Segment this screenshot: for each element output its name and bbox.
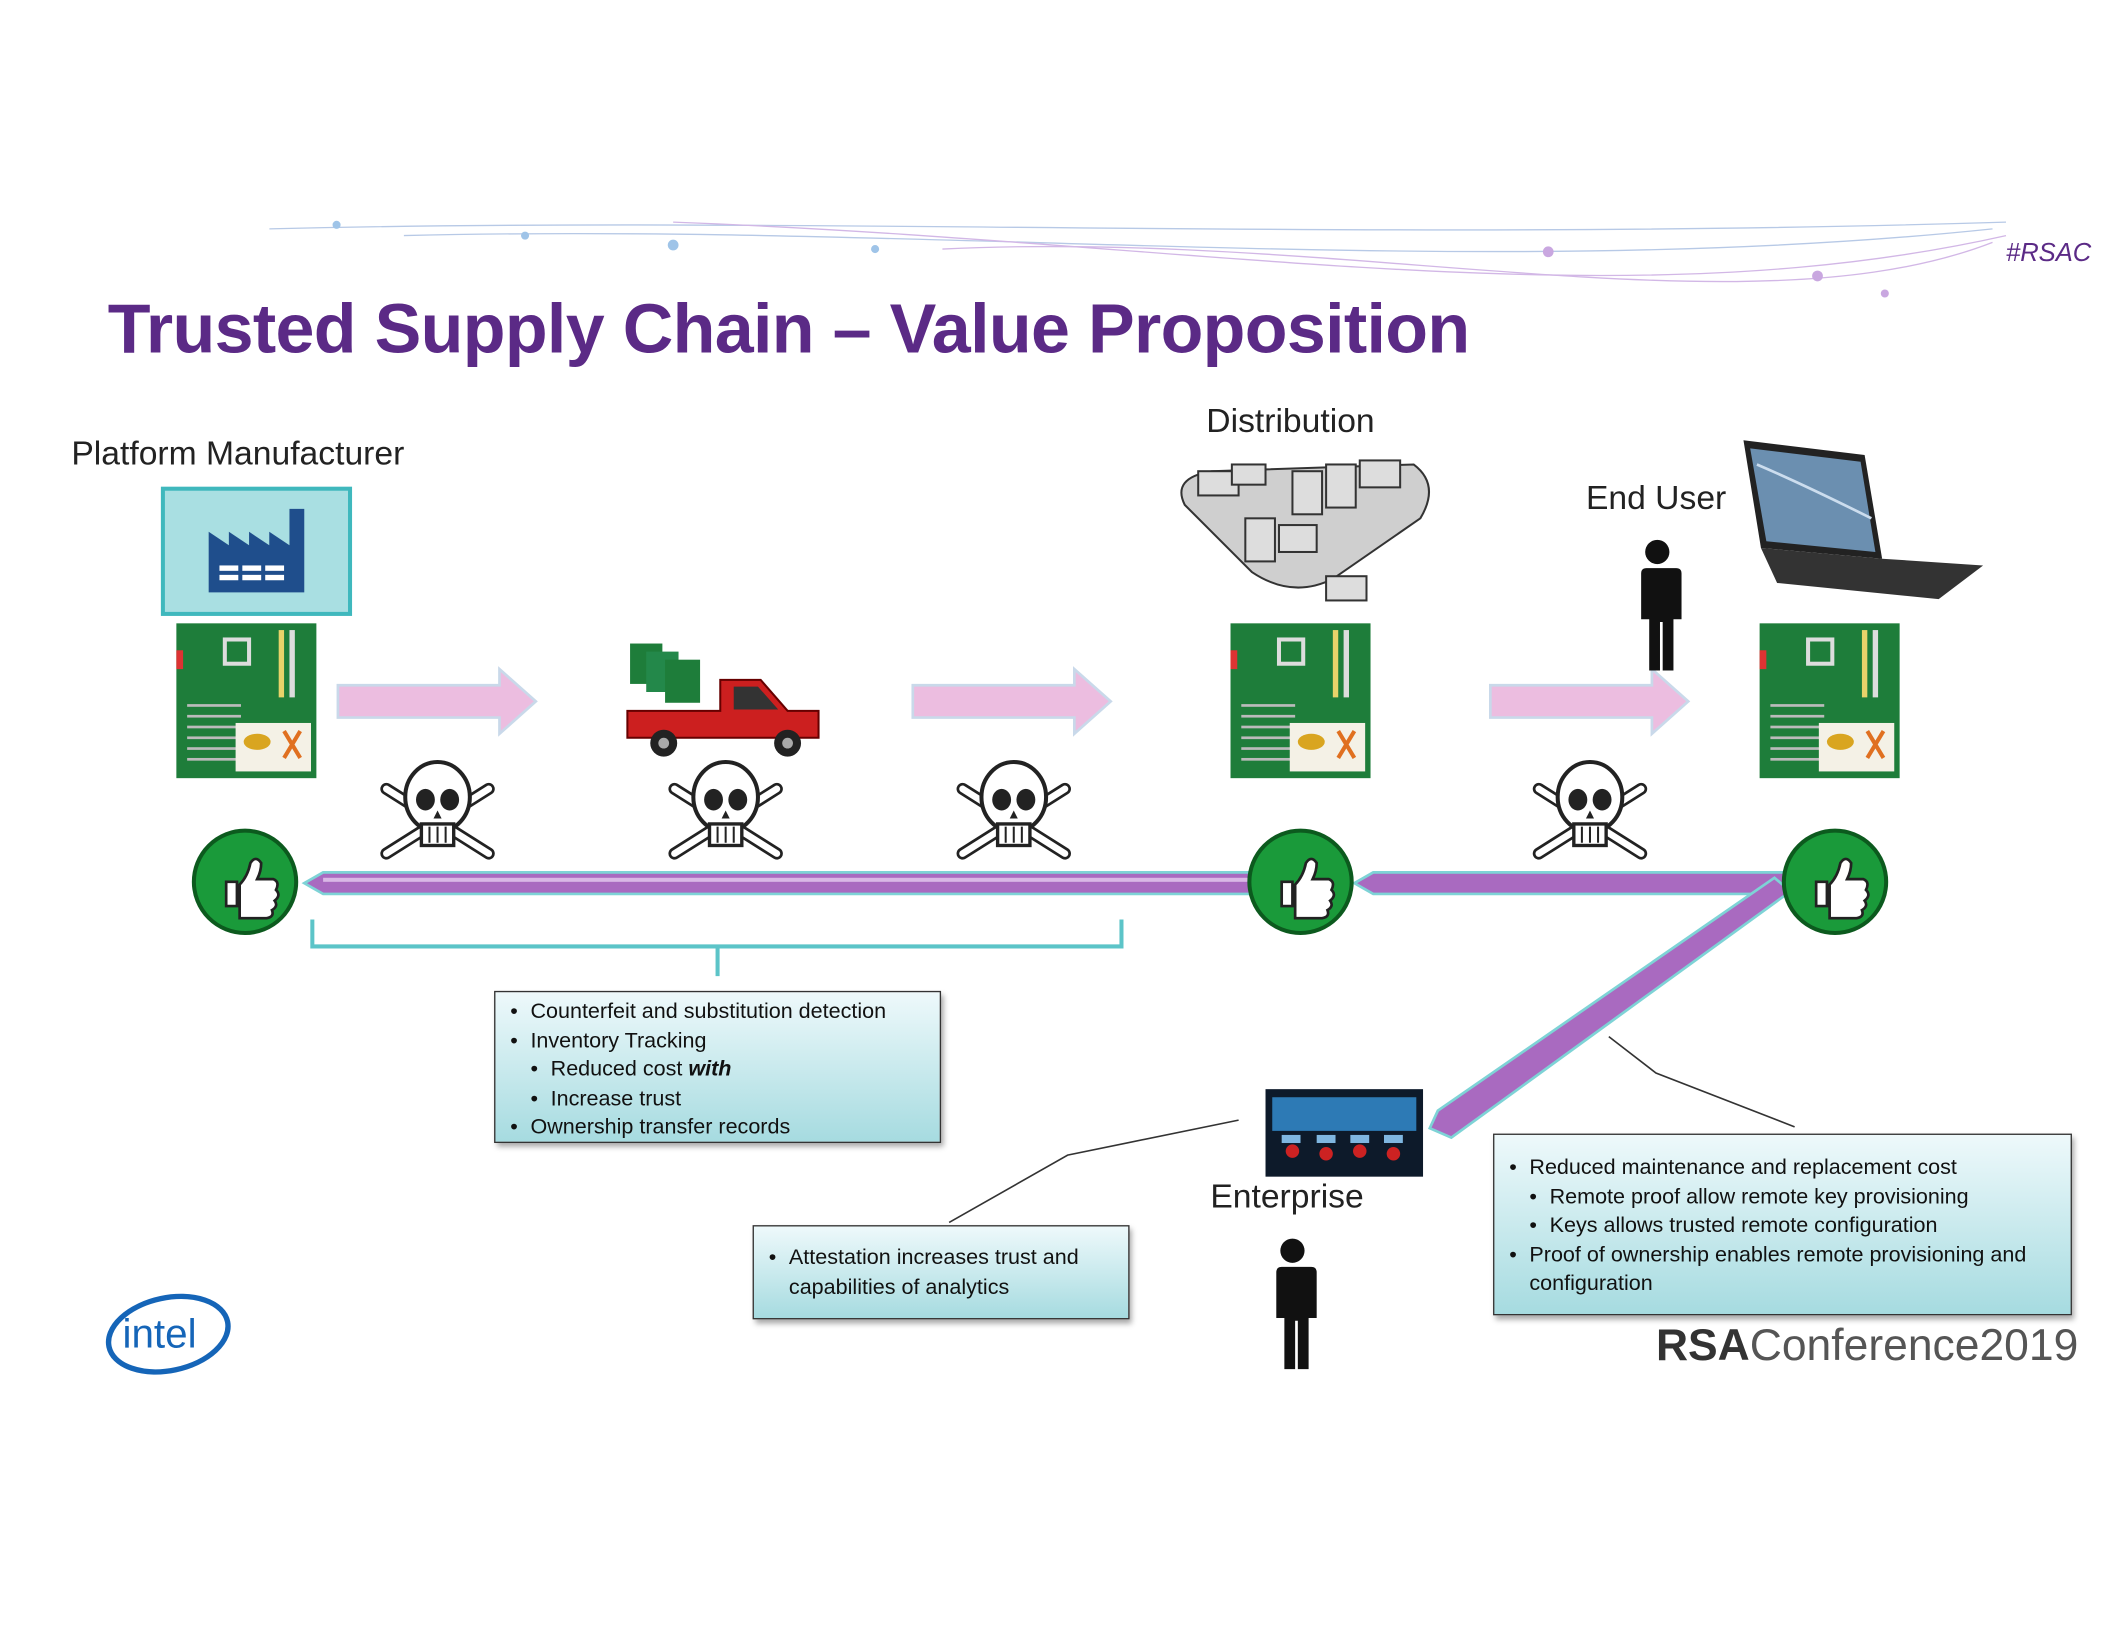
label-enterprise: Enterprise [1210,1178,1364,1216]
decorative-swoosh [269,220,2007,298]
truck-icon [626,643,820,757]
svg-text:intel: intel [123,1311,197,1357]
person-icon [1273,1238,1317,1370]
bullet: Reduced cost with [530,1056,927,1085]
arrow-right-icon [336,667,538,736]
callout-supply-chain: Counterfeit and substitution detection I… [494,990,942,1144]
factory-icon [160,486,353,616]
callout-line [948,1119,1239,1224]
label-end-user: End User [1585,479,1727,517]
thumbs-up-icon [194,831,296,933]
bracket [310,919,1124,977]
motherboard-icon [176,623,316,778]
skull-icon [1539,762,1641,854]
callout-enterprise: Attestation increases trust and capabili… [752,1225,1130,1320]
skull-icon [674,762,776,854]
bullet: Reduced maintenance and replacement cost [1509,1154,2057,1183]
hashtag: #RSAC [2005,239,2092,268]
network-icon [1180,459,1430,602]
verification-flow-bar [301,871,1793,1140]
skull-icon [963,762,1065,854]
bullet: Ownership transfer records [510,1114,926,1143]
callout-line [1608,1036,1795,1128]
motherboard-icon [1760,623,1900,778]
intel-logo: intel [105,1293,231,1375]
laptop-icon [1743,440,1984,600]
page-title: Trusted Supply Chain – Value Proposition [107,290,1470,369]
skull-icon [386,762,488,854]
arrow-right-icon [911,667,1113,736]
bullet: Proof of ownership enables remote provis… [1509,1241,2057,1299]
person-icon [1638,539,1682,671]
arrow-right-icon [1489,667,1690,736]
bullet: Remote proof allow remote key provisioni… [1529,1183,2058,1212]
rsa-conference-logo: RSAConference2019 [1655,1319,2079,1370]
enterprise-control-room-image [1265,1089,1424,1177]
bullet: Attestation increases trust and capabili… [769,1244,1115,1302]
callout-end-user: Reduced maintenance and replacement cost… [1493,1133,2072,1316]
bullet: Counterfeit and substitution detection [510,998,926,1027]
motherboard-icon [1231,623,1371,778]
bullet: Keys allows trusted remote configuration [1529,1212,2058,1241]
bullet: Increase trust [530,1085,927,1114]
bullet: Inventory Tracking [510,1027,926,1056]
label-platform-manufacturer: Platform Manufacturer [71,434,405,473]
thumbs-up-icon [1784,831,1886,933]
label-distribution: Distribution [1206,402,1375,441]
thumbs-up-icon [1249,831,1351,933]
